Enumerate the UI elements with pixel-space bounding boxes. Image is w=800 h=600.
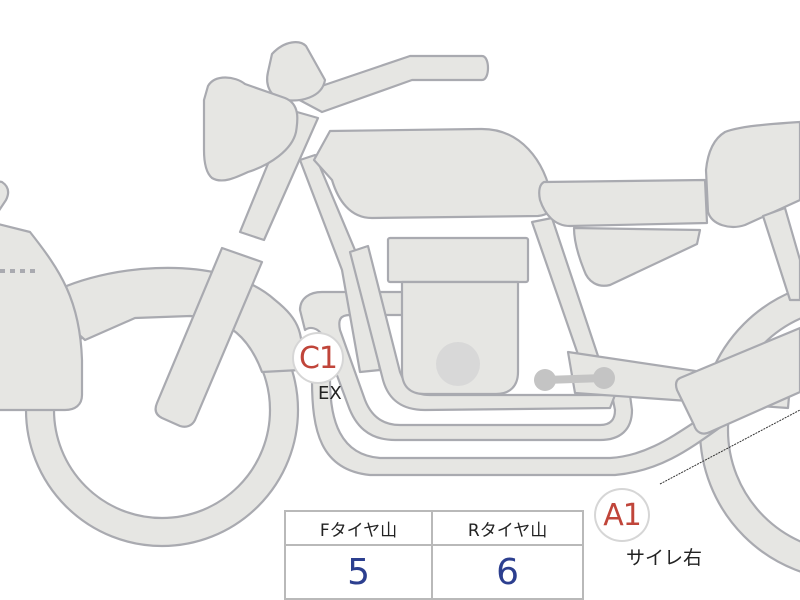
engine-cover [436,342,480,386]
header-front-tire: Fタイヤ山 [283,510,434,546]
engine-head [386,236,530,284]
marker-a1[interactable]: A1 [594,488,650,542]
marker-a1-code: A1 [603,497,642,533]
marker-c1-label: EX [318,383,342,404]
value-front-tire: 5 [283,544,434,600]
engine-body [400,280,520,396]
header-rear-tire: Rタイヤ山 [431,510,584,546]
foot-peg [534,367,615,391]
seat [538,178,709,228]
side-cover [572,226,702,287]
tire-tread-table: Fタイヤ山 Rタイヤ山 5 6 [283,510,584,600]
silencer [674,326,800,435]
fork-lower [154,246,264,428]
front-object-top [0,180,10,211]
value-rear-tire: 6 [431,544,584,600]
front-fork [238,108,320,242]
marker-c1[interactable]: C1 [292,332,344,384]
handlebar [290,54,490,114]
front-object [0,223,84,412]
leader-line-a1 [659,409,800,485]
headlight [202,76,299,182]
table-header-row: Fタイヤ山 Rタイヤ山 [283,510,584,546]
fuel-tank [312,127,554,220]
marker-c1-code: C1 [298,340,338,376]
rear-shock [761,206,800,302]
table-value-row: 5 6 [283,544,584,600]
marker-a1-label: サイレ右 [626,547,703,569]
rear-cowl [704,120,800,229]
meter [266,41,327,102]
